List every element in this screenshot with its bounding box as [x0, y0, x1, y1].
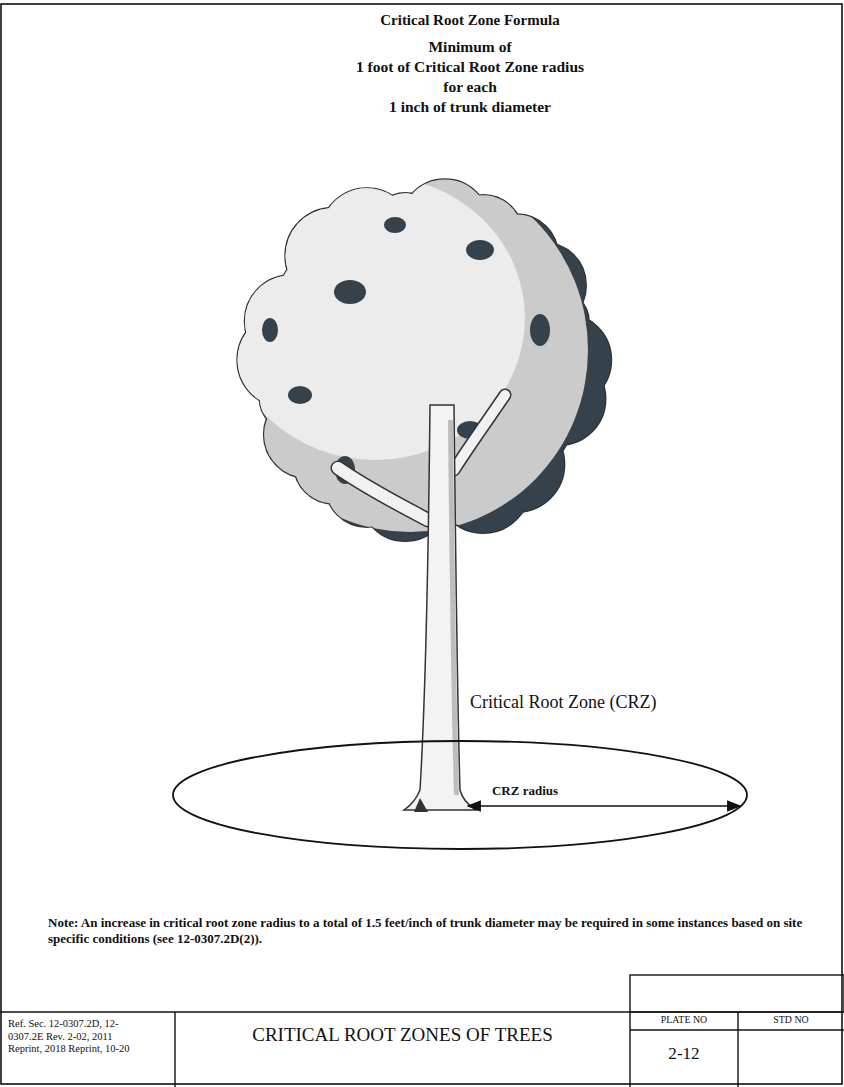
title-block-cell: Ref. Sec. 12-0307.2D, 12-0307.2E Rev. 2-… — [0, 1012, 175, 1087]
title-block-lines — [0, 975, 844, 1087]
title-block-cell: STD NO — [738, 1012, 844, 1087]
radius-arrow — [468, 805, 740, 807]
cell-text: 2-12 — [630, 1044, 738, 1065]
diagram-title: Critical Root Zone Formula — [170, 12, 770, 29]
cell-text: PLATE NO — [630, 1014, 738, 1026]
ellipse-outline — [172, 740, 748, 850]
tree-trunk — [338, 395, 505, 812]
note-text: Note: An increase in critical root zone … — [48, 915, 818, 946]
radius-label: CRZ radius — [490, 776, 560, 806]
title-block-cell: CRITICAL ROOT ZONES OF TREES — [175, 1012, 630, 1087]
cell-text: CRITICAL ROOT ZONES OF TREES — [235, 1024, 570, 1046]
formula-text: Minimum of — [170, 38, 770, 57]
cell-text: STD NO — [738, 1014, 844, 1026]
page-border — [1, 4, 842, 1084]
title-block-cell: PLATE NO 2-12 — [630, 1012, 738, 1087]
formula-text: 1 inch of trunk diameter — [170, 98, 770, 117]
tree-canopy — [200, 150, 650, 570]
cell-text: Ref. Sec. 12-0307.2D, 12-0307.2E Rev. 2-… — [8, 1018, 148, 1056]
root-zone-ellipse: Critical Root Zone (CRZ)CRZ radius — [172, 740, 748, 850]
formula-text: for each — [170, 78, 770, 97]
formula-text: 1 foot of Critical Root Zone radius — [170, 58, 770, 77]
zone-label: Critical Root Zone (CRZ) — [470, 692, 750, 714]
